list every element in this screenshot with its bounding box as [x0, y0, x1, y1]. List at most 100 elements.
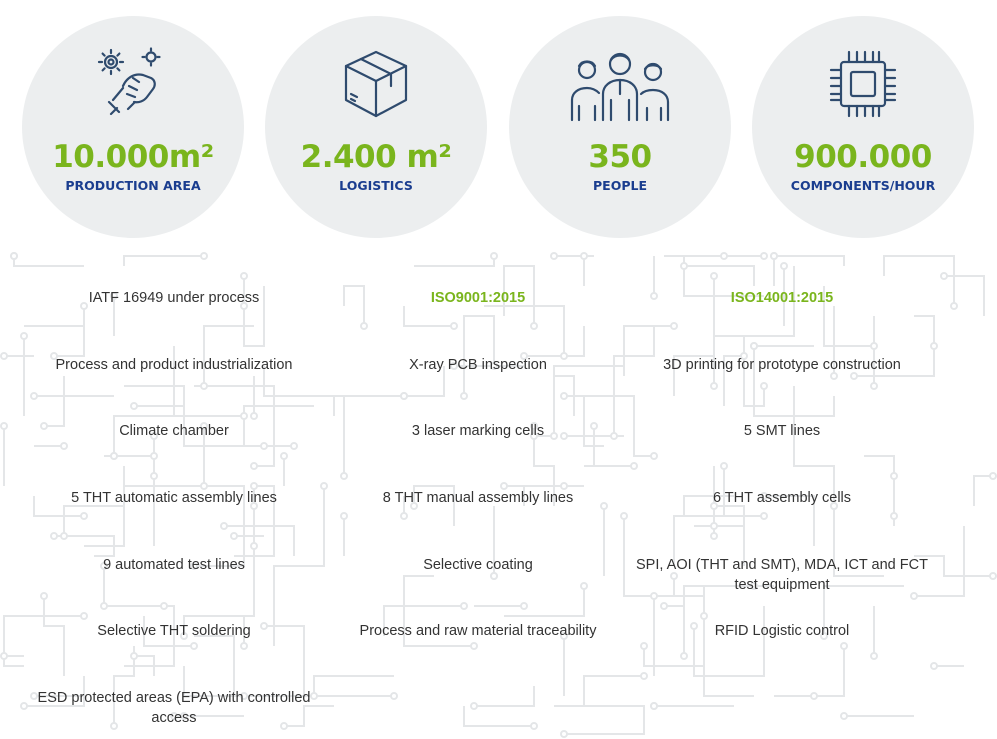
circuit-node: [110, 722, 118, 730]
circuit-trace: [833, 506, 884, 577]
circuit-trace: [743, 336, 765, 407]
circuit-node: [260, 442, 268, 450]
circuit-node: [720, 252, 728, 260]
circuit-trace: [564, 395, 654, 457]
circuit-node: [690, 622, 698, 630]
stat-value: 2.400 m²: [300, 139, 452, 175]
circuit-node: [870, 652, 878, 660]
circuit-node: [250, 462, 258, 470]
stat-people: 350 PEOPLE: [509, 16, 731, 238]
circuit-node: [450, 362, 458, 370]
circuit-node: [680, 652, 688, 660]
circuit-node: [110, 292, 118, 300]
box-icon: [344, 50, 408, 118]
circuit-node: [520, 352, 528, 360]
circuit-trace: [523, 485, 564, 506]
circuit-node: [830, 502, 838, 510]
feature-item: 6 THT assembly cells: [712, 490, 852, 506]
circuit-node: [40, 592, 48, 600]
circuit-node: [390, 692, 398, 700]
circuit-trace: [54, 535, 115, 557]
circuit-trace: [203, 325, 254, 386]
circuit-node: [890, 512, 898, 520]
circuit-trace: [463, 706, 534, 727]
circuit-node: [230, 532, 238, 540]
circuit-trace: [13, 256, 84, 267]
circuit-node: [50, 352, 58, 360]
circuit-node: [130, 652, 138, 660]
circuit-node: [650, 452, 658, 460]
circuit-trace: [113, 415, 194, 456]
circuit-trace: [793, 386, 835, 506]
circuit-node: [750, 582, 758, 590]
circuit-node: [190, 562, 198, 570]
circuit-node: [820, 632, 828, 640]
circuit-node: [940, 272, 948, 280]
circuit-node: [10, 252, 18, 260]
circuit-trace: [183, 536, 255, 636]
circuit-trace: [143, 616, 194, 647]
circuit-node: [80, 512, 88, 520]
circuit-node: [870, 342, 878, 350]
circuit-trace: [693, 606, 765, 677]
circuit-node: [410, 502, 418, 510]
circuit-node: [550, 252, 558, 260]
feature-item: 5 SMT lines: [743, 423, 821, 439]
circuit-trace: [333, 395, 404, 416]
circuit-node: [840, 712, 848, 720]
feature-item: IATF 16949 under process: [88, 290, 260, 306]
circuit-node: [600, 502, 608, 510]
circuit-trace: [194, 385, 275, 467]
circuit-node: [280, 452, 288, 460]
circuit-trace: [784, 646, 845, 697]
circuit-trace: [484, 305, 565, 356]
circuit-trace: [503, 265, 535, 326]
circuit-trace: [463, 315, 495, 396]
circuit-node: [320, 482, 328, 490]
circuit-node: [40, 422, 48, 430]
circuit-node: [280, 722, 288, 730]
circuit-trace: [564, 705, 645, 735]
circuit-node: [450, 322, 458, 330]
circuit-node: [110, 452, 118, 460]
stat-label: PEOPLE: [593, 178, 647, 193]
circuit-node: [650, 292, 658, 300]
circuit-node: [200, 252, 208, 260]
circuit-node: [200, 482, 208, 490]
circuit-node: [550, 432, 558, 440]
stat-label: LOGISTICS: [339, 178, 413, 193]
circuit-trace: [593, 426, 614, 467]
circuit-node: [620, 512, 628, 520]
feature-item: Process and raw material traceability: [359, 623, 597, 639]
circuit-node: [670, 322, 678, 330]
circuit-node: [670, 572, 678, 580]
circuit-node: [240, 692, 248, 700]
circuit-trace: [764, 495, 815, 546]
feature-item: Climate chamber: [119, 423, 229, 439]
circuit-node: [950, 302, 958, 310]
circuit-node: [840, 642, 848, 650]
circuit-trace: [403, 306, 454, 327]
circuit-node: [180, 632, 188, 640]
circuit-node: [490, 252, 498, 260]
circuit-trace: [264, 625, 305, 696]
circuit-node: [250, 482, 258, 490]
circuit-trace: [284, 705, 334, 727]
circuit-trace: [134, 655, 155, 676]
circuit-trace: [113, 646, 135, 726]
circuit-node: [200, 422, 208, 430]
certification-iso14001: ISO14001:2015: [730, 290, 834, 306]
circuit-trace: [534, 365, 624, 437]
circuit-node: [160, 602, 168, 610]
circuit-trace: [684, 265, 755, 286]
circuit-trace: [694, 505, 745, 527]
circuit-node: [220, 522, 228, 530]
feature-item: ESD protected areas (EPA) with controlle…: [37, 690, 311, 726]
circuit-node: [740, 352, 748, 360]
circuit-trace: [683, 495, 764, 517]
circuit-trace: [183, 666, 244, 697]
circuit-node: [470, 702, 478, 710]
feature-item: 9 automated test lines: [103, 557, 245, 573]
circuit-node: [710, 522, 718, 530]
circuit-node: [250, 412, 258, 420]
